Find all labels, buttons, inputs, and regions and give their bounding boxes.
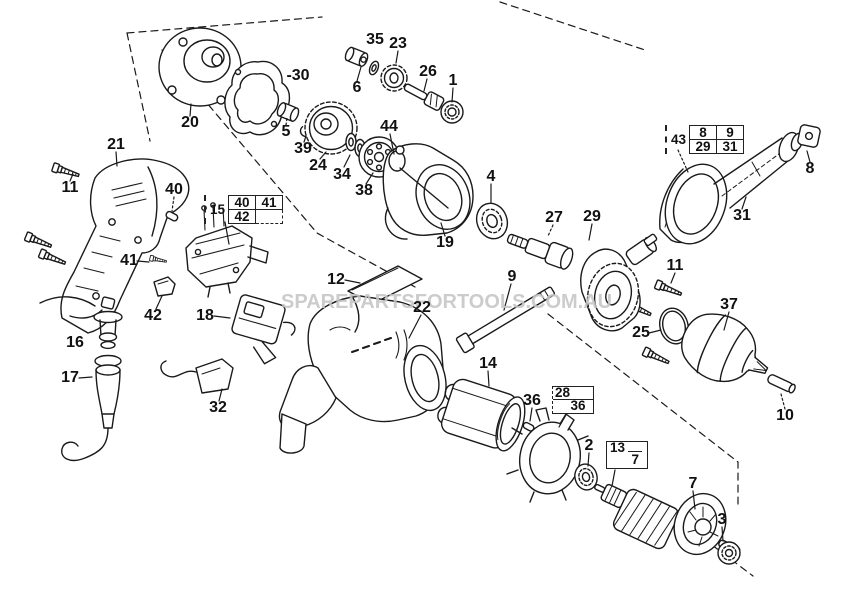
ref-table-15-cell: 42 [228,209,257,224]
part-label-38: 38 [355,182,373,199]
part-label-21: 21 [107,136,125,153]
ref-box-28-top: 28 [553,386,593,400]
spindle-27 [506,233,574,270]
cord-anchor-16 [39,296,123,350]
part-label-23: 23 [389,35,407,52]
ref-box-28-bottom: 36 [570,398,586,413]
ref-table-15-cell: 41 [255,195,284,210]
ref-table-15-cell [255,209,284,224]
part-label-12: 12 [327,271,345,288]
part-label-18: 18 [196,307,214,324]
part-label-27: 27 [545,209,563,226]
washer-35 [368,60,380,76]
bolt-9 [455,286,556,354]
cord-protector-17 [61,354,122,462]
ref-table-43-cell: 8 [689,125,718,140]
ref-table-43-cell: 29 [689,139,718,154]
motor-housing-22 [278,295,447,454]
gear-24 [304,101,358,155]
nut-8 [797,124,821,148]
construction-lines [126,1,754,577]
part-label-25: 25 [632,324,650,341]
part-label-7: 7 [688,475,698,492]
part-label-1: 1 [448,72,458,89]
bearing-2 [574,463,598,491]
part-label-34: 34 [333,166,351,183]
pinion-gear-23 [380,64,408,92]
shaft-26 [403,83,445,111]
bearing-1 [440,100,464,124]
part-label-32: 32 [209,399,227,416]
bushing-5 [276,102,300,122]
ref-table-15: 15 40 41 42 [204,195,284,224]
part-label-8: 8 [805,160,815,177]
part-label-3: 3 [717,511,727,528]
ref-table-43-label: 43 [665,125,689,154]
part-label-9: 9 [507,268,517,285]
part-label-37: 37 [720,296,738,313]
part-label-17: 17 [61,369,79,386]
part-label-36: 36 [523,392,541,409]
ref-table-15-label: 15 [204,195,228,224]
part-label-39: 39 [294,140,312,157]
fan-baffle-28 [506,407,589,503]
part-label-14: 14 [479,355,497,372]
part-label-29: 29 [583,208,601,225]
armature-7 [594,483,741,556]
ref-box-13-top: 13 [610,440,626,455]
bearing-3 [717,541,741,565]
watermark: SPAREPARTSFORTOOLS.COM.AU [281,291,613,313]
chuck-37 [680,313,769,383]
part-label-2: 2 [584,437,594,454]
part-label-26: 26 [419,63,437,80]
leader-lines [69,50,811,542]
gear-case-19 [382,143,474,240]
part-label-44: 44 [380,118,398,135]
bearing-4 [475,202,509,240]
part-label-11-left: 11 [61,179,79,196]
bushing-6 [344,46,369,67]
switch-18 [231,294,296,365]
part-label-20: 20 [181,114,199,131]
part-label-31: 31 [733,207,751,224]
field-coil-14 [437,378,526,452]
gear-case-cover-20 [158,27,259,107]
handle-half-21 [60,158,190,334]
part-label-22: 22 [413,299,431,316]
screw-41 [148,254,168,265]
brush-holder-32 [160,358,234,394]
ref-table-43-cell: 9 [716,125,745,140]
part-label-19: 19 [436,234,454,251]
ref-box-28-36: 28 36 [552,386,594,414]
part-label-6: 6 [352,79,362,96]
ref-table-43-cell: 31 [716,139,745,154]
gasket-30 [224,60,291,136]
part-label-35: 35 [366,31,384,48]
pin-10 [767,374,796,394]
part-label-24: 24 [309,157,327,174]
part-label-42: 42 [144,307,162,324]
part-label-41: 41 [120,252,138,269]
part-label-40: 40 [165,181,183,198]
ref-box-13-bottom: 7 [607,451,647,467]
bevel-gear-29 [580,236,657,332]
ref-table-43: 43 8 9 29 31 [665,125,745,154]
part-label-10: 10 [776,407,794,424]
ref-box-13-7: 13 7 [606,441,648,469]
part-label-16: 16 [66,334,84,351]
ref-table-15-cell: 40 [228,195,257,210]
clip-42 [153,276,176,297]
pin-40 [165,210,179,222]
part-label-4: 4 [486,168,496,185]
part-label-30: -30 [286,67,310,84]
part-label-5: 5 [281,123,291,140]
part-label-11-right: 11 [666,257,684,274]
